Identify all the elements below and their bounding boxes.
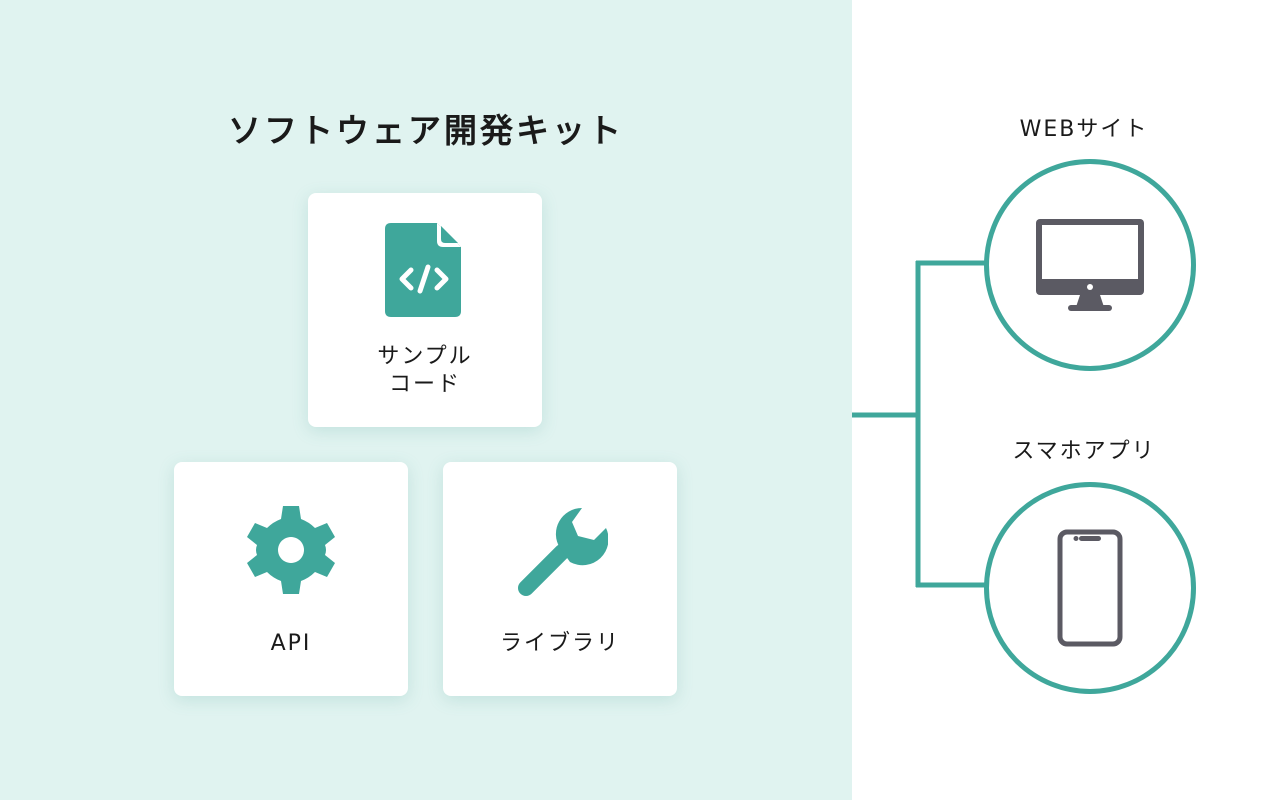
code-file-icon — [308, 223, 542, 317]
sample-code-card: サンプル コード — [308, 193, 542, 427]
library-label: ライブラリ — [499, 631, 620, 656]
sample-code-label: サンプル コード — [377, 344, 473, 397]
smartphone-icon — [1057, 529, 1123, 647]
smartphone-app-label: スマホアプリ — [1012, 439, 1156, 464]
web-site-label: WEBサイト — [1019, 117, 1149, 142]
desktop-monitor-icon — [1036, 219, 1144, 311]
api-label: API — [270, 631, 312, 656]
api-card: API — [174, 462, 408, 696]
sdk-panel: ソフトウェア開発キット サンプル コード API — [0, 0, 852, 800]
gear-icon — [174, 504, 408, 596]
wrench-icon — [443, 504, 677, 600]
library-card: ライブラリ — [443, 462, 677, 696]
web-site-circle — [984, 159, 1196, 371]
sdk-title: ソフトウェア開発キット — [228, 111, 624, 150]
smartphone-app-circle — [984, 482, 1196, 694]
